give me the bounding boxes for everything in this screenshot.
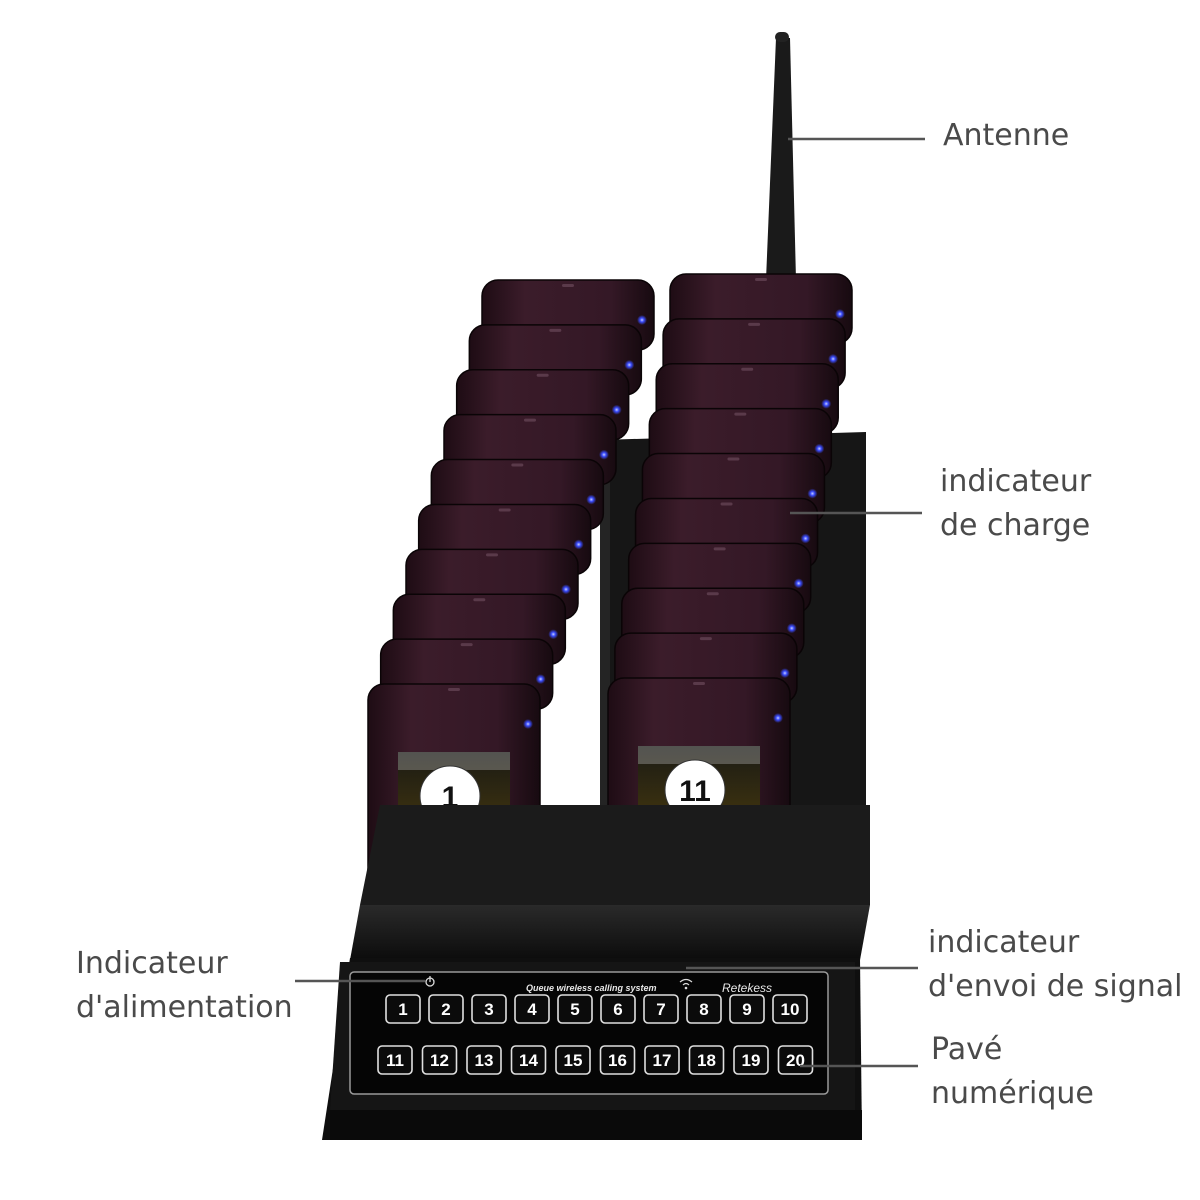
key-14[interactable]: 14	[510, 1045, 547, 1075]
key-20[interactable]: 20	[777, 1045, 814, 1075]
signal-label-line1: indicateur	[928, 925, 1080, 960]
charge-led-icon	[793, 578, 804, 589]
key-label: 5	[570, 1000, 579, 1019]
charge-led-icon	[535, 674, 546, 685]
key-18[interactable]: 18	[688, 1045, 725, 1075]
charge-led-icon	[807, 488, 818, 499]
key-label: 15	[564, 1051, 583, 1070]
charge-led-icon	[573, 539, 584, 550]
signal-label-line2: d'envoi de signal	[928, 969, 1183, 1004]
power-label-line1: Indicateur	[76, 946, 228, 981]
key-11[interactable]: 11	[377, 1045, 413, 1075]
signal-indicator-label: indicateur d'envoi de signal	[928, 921, 1183, 1009]
key-12[interactable]: 12	[421, 1045, 458, 1075]
key-label: 4	[527, 1000, 537, 1019]
keypad-label: Pavé numérique	[931, 1028, 1094, 1116]
key-label: 8	[699, 1000, 708, 1019]
pager-stack-right: 11	[607, 273, 853, 899]
key-10[interactable]: 10	[772, 994, 808, 1024]
key-label: 10	[781, 1000, 800, 1019]
charge-led-icon	[786, 623, 797, 634]
charge-led-icon	[611, 404, 622, 415]
keypad-label-line2: numérique	[931, 1076, 1094, 1111]
wifi-signal-icon	[679, 978, 693, 990]
key-17[interactable]: 17	[644, 1045, 680, 1075]
charge-indicator-label: indicateur de charge	[940, 460, 1091, 548]
key-label: 12	[430, 1051, 449, 1070]
key-5[interactable]: 5	[557, 994, 593, 1024]
charge-label-line2: de charge	[940, 508, 1091, 543]
brand-name: Retekess	[722, 981, 772, 995]
charge-led-icon	[828, 353, 839, 364]
keypad-title: Queue wireless calling system	[526, 983, 657, 993]
key-15[interactable]: 15	[555, 1045, 591, 1075]
key-label: 1	[398, 1000, 407, 1019]
pager-number: 11	[679, 775, 711, 808]
key-13[interactable]: 13	[466, 1045, 502, 1075]
charge-led-icon	[523, 719, 533, 729]
key-label: 19	[742, 1051, 761, 1070]
key-16[interactable]: 16	[599, 1045, 636, 1075]
key-label: 11	[386, 1051, 404, 1070]
key-label: 2	[441, 1000, 450, 1019]
antenna-label-text: Antenne	[943, 118, 1070, 153]
charge-led-icon	[637, 315, 647, 325]
charge-led-icon	[835, 309, 845, 319]
key-label: 3	[484, 1000, 493, 1019]
charge-led-icon	[800, 533, 811, 544]
charge-led-icon	[599, 449, 609, 460]
keypad-panel: Queue wireless calling system Retekess 1…	[349, 971, 829, 1095]
key-label: 13	[475, 1051, 494, 1070]
charge-led-icon	[814, 443, 825, 454]
key-4[interactable]: 4	[514, 994, 550, 1024]
power-icon	[425, 976, 435, 987]
key-19[interactable]: 19	[733, 1045, 769, 1075]
leader-lines	[295, 137, 925, 1068]
charge-led-icon	[586, 494, 597, 505]
charge-led-icon	[548, 629, 559, 640]
key-label: 16	[608, 1051, 627, 1070]
key-label: 7	[656, 1000, 665, 1019]
key-6[interactable]: 6	[600, 994, 636, 1024]
charge-led-icon	[561, 584, 571, 595]
key-label: 17	[653, 1051, 672, 1070]
key-label: 9	[742, 1000, 751, 1019]
key-label: 18	[697, 1051, 716, 1070]
power-label-line2: d'alimentation	[76, 990, 293, 1025]
charge-led-icon	[821, 398, 832, 409]
power-indicator-label: Indicateur d'alimentation	[76, 942, 293, 1030]
antenna-label: Antenne	[943, 114, 1069, 158]
antenna	[766, 32, 796, 280]
key-label: 6	[613, 1000, 622, 1019]
key-8[interactable]: 8	[686, 994, 722, 1024]
key-label: 14	[519, 1051, 538, 1070]
charge-led-icon	[624, 359, 635, 370]
key-1[interactable]: 1	[385, 994, 421, 1024]
key-9[interactable]: 9	[729, 994, 765, 1024]
key-7[interactable]: 7	[643, 994, 679, 1024]
keypad-label-line1: Pavé	[931, 1032, 1003, 1067]
charge-led-icon	[773, 713, 783, 723]
key-3[interactable]: 3	[471, 994, 507, 1024]
charge-label-line1: indicateur	[940, 464, 1092, 499]
key-2[interactable]: 2	[428, 994, 464, 1024]
charge-led-icon	[779, 668, 790, 679]
